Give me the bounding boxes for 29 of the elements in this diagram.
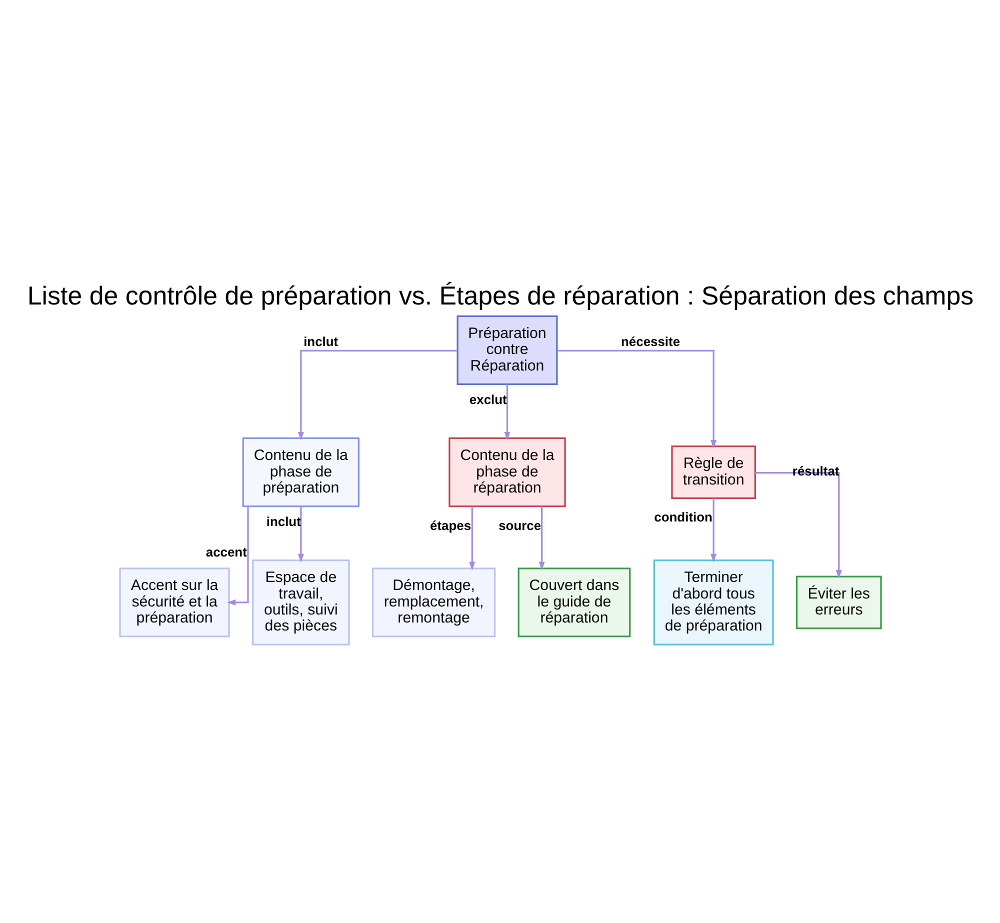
node-box: Préparation contre Réparation <box>456 314 558 385</box>
arrow <box>504 384 510 440</box>
edge-label: inclut <box>266 513 300 528</box>
node-box: Éviter les erreurs <box>795 575 882 629</box>
node-box: Contenu de la phase de réparation <box>448 436 566 507</box>
edge-label: exclut <box>468 391 506 406</box>
node-box: Démontage, remplacement, remontage <box>371 567 496 637</box>
edge-label: source <box>498 517 541 532</box>
node-box: Terminer d'abord tous les éléments de préparation <box>652 559 774 645</box>
node-box: Couvert dans le guide de réparation <box>517 567 630 637</box>
edge-label: condition <box>654 509 712 524</box>
arrow <box>226 506 248 605</box>
arrow <box>754 472 842 578</box>
node-box: Espace de travail, outils, suivi des pièces <box>252 559 350 645</box>
edge-label: étapes <box>430 517 471 532</box>
arrow <box>468 506 475 570</box>
edge-label: accent <box>205 544 246 559</box>
edge-label: résultat <box>792 462 839 478</box>
node-box: Contenu de la phase de préparation <box>242 436 360 507</box>
arrow <box>710 498 716 562</box>
node-box: Accent sur la sécurité et la préparation <box>118 567 230 637</box>
node-box: Règle de transition <box>670 445 756 498</box>
arrow <box>297 506 304 562</box>
arrow <box>556 349 716 448</box>
diagram-title: Liste de contrôle de préparation vs. Étapes de réparation : Séparation des champs <box>26 282 974 310</box>
edge-label: nécessite <box>620 333 680 348</box>
arrow <box>297 349 457 440</box>
arrow <box>538 506 544 570</box>
edge-label: inclut <box>303 333 338 348</box>
